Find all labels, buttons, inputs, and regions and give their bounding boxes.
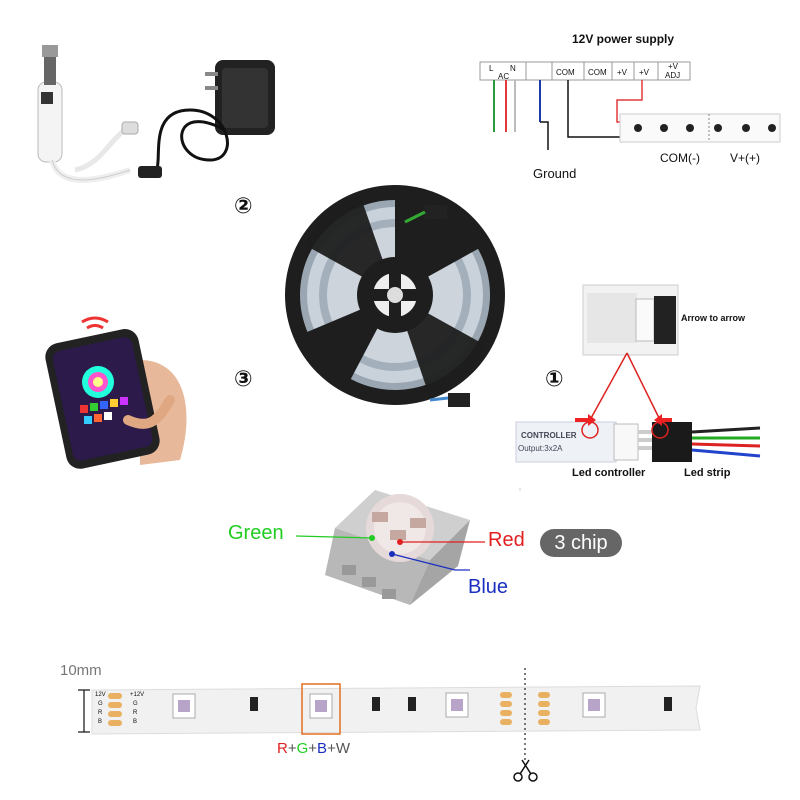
phone-app-icon <box>45 316 187 469</box>
rgbw-plus-3: + <box>327 740 336 757</box>
pad-label-b-b: B <box>133 719 138 725</box>
terminal-ac: AC <box>498 72 510 81</box>
pad-label-12v-b: +12V <box>130 692 145 698</box>
terminal-v-1: +V <box>617 68 628 77</box>
rgbw-plus-2: + <box>308 740 318 757</box>
rgbw-plus-1: + <box>287 740 297 757</box>
rgbw-label: R+G+B+W <box>277 740 350 757</box>
terminal-n: N <box>510 64 516 73</box>
blue-label: Blue <box>468 576 509 598</box>
led-strip-label: Led strip <box>684 467 731 479</box>
led-reel-icon <box>285 185 505 407</box>
ground-label: Ground <box>533 166 577 181</box>
power-supply-diagram <box>479 61 781 150</box>
led-controller-label: Led controller <box>572 467 646 479</box>
output-text: Output:3x2A <box>518 444 563 453</box>
terminal-com-2: COM <box>588 68 607 77</box>
green-label: Green <box>228 522 284 544</box>
pad-label-12v: 12V <box>95 692 106 698</box>
step-one: ① <box>545 366 564 391</box>
scissors-icon <box>513 759 538 782</box>
pad-label-r: R <box>98 710 103 716</box>
width-label: 10mm <box>60 662 102 679</box>
arrow-note: Arrow to arrow <box>681 313 746 323</box>
pad-label-r-b: R <box>133 710 138 716</box>
step-two: ② <box>234 193 253 218</box>
rgbw-w: W <box>335 740 350 757</box>
com-label: COM(-) <box>660 151 700 165</box>
rgbw-b: B <box>317 740 328 757</box>
pad-label-b: B <box>98 719 103 725</box>
controller-icon <box>37 45 139 183</box>
rgbw-r: R <box>277 740 288 757</box>
terminal-com-1: COM <box>556 68 575 77</box>
led-strip-diagram <box>78 668 701 760</box>
rgbw-g: G <box>296 740 309 757</box>
terminal-v-3: +V <box>668 62 679 71</box>
controller-text: CONTROLLER <box>521 431 577 440</box>
pad-label-g: G <box>98 701 103 707</box>
terminal-l: L <box>489 64 494 73</box>
power-adapter-icon <box>138 60 275 178</box>
terminal-adj: ADJ <box>665 71 681 80</box>
terminal-v-2: +V <box>639 68 650 77</box>
power-supply-title: 12V power supply <box>572 32 675 46</box>
pad-label-g-b: G <box>133 701 138 707</box>
step-three: ③ <box>234 366 253 391</box>
rgb-led-chip-icon <box>295 490 485 605</box>
connector-detail <box>515 284 761 491</box>
three-chip-badge: 3 chip <box>540 529 622 557</box>
red-label: Red <box>488 529 525 551</box>
vplus-label: V+(+) <box>730 151 761 165</box>
